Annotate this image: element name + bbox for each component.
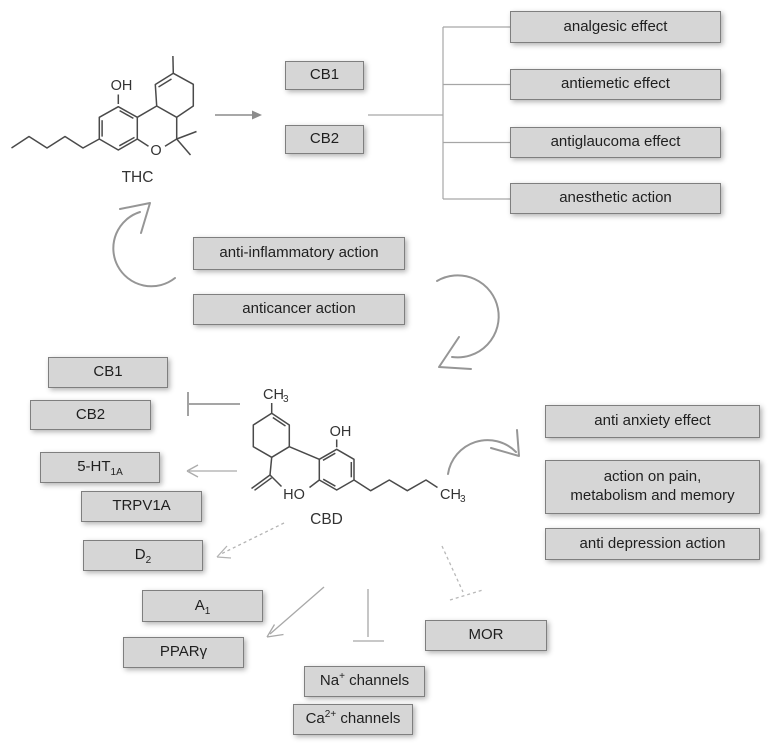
box-analgesic-effect: analgesic effect xyxy=(510,11,721,43)
cbd-structure xyxy=(251,403,438,492)
box-d2-main: D xyxy=(134,546,146,564)
thc-structure xyxy=(11,55,197,156)
inhibition-t-bar-cb-icon xyxy=(187,392,240,416)
box-antiemetic-label: antiemetic effect xyxy=(561,75,670,93)
box-antiglaucoma-label: antiglaucoma effect xyxy=(550,133,681,151)
thc-label: THC xyxy=(122,169,154,186)
dashed-arrow-to-d2-icon xyxy=(216,522,285,559)
box-anticancer-action: anticancer action xyxy=(193,294,405,325)
box-anti-depression-label: anti depression action xyxy=(579,534,726,552)
box-a1-sub: 1 xyxy=(204,605,211,617)
box-d2-label: D2 xyxy=(134,546,152,567)
box-anti-inflammatory-label: anti-inflammatory action xyxy=(219,244,379,262)
box-na-sup: + xyxy=(339,671,345,683)
box-cb2-top: CB2 xyxy=(285,125,364,154)
box-5ht1a-sub: 1A xyxy=(110,467,123,479)
box-pain-metabolism-memory-label: action on pain, metabolism and memory xyxy=(570,468,735,504)
box-analgesic-label: analgesic effect xyxy=(563,17,668,35)
box-antiglaucoma-effect: antiglaucoma effect xyxy=(510,127,721,158)
box-5ht1a-main: 5-HT xyxy=(77,458,111,476)
curved-arrow-to-cbd-icon xyxy=(436,274,500,370)
box-anticancer-label: anticancer action xyxy=(242,300,356,318)
box-a1: A1 xyxy=(142,590,263,622)
arrow-to-5ht1a-icon xyxy=(186,464,237,478)
box-cb1-top-label: CB1 xyxy=(309,66,340,84)
cbd-ch3-top-sub: 3 xyxy=(283,394,289,405)
box-ppar-gamma-label: PPARγ xyxy=(159,643,208,661)
box-cb2-top-label: CB2 xyxy=(309,130,340,148)
arrow-to-ppar-icon xyxy=(266,586,325,638)
box-na-channels: Na+ channels xyxy=(304,666,425,697)
box-na-rest: channels xyxy=(344,672,410,690)
box-cb1-left: CB1 xyxy=(48,357,168,388)
box-anesthetic-action: anesthetic action xyxy=(510,183,721,214)
box-a1-label: A1 xyxy=(194,596,211,617)
cbd-ch3-top-label: CH xyxy=(263,387,284,403)
cbd-label: CBD xyxy=(310,511,343,528)
box-a1-main: A xyxy=(194,596,205,614)
box-anti-anxiety-label: anti anxiety effect xyxy=(594,412,711,430)
box-mor: MOR xyxy=(425,620,547,651)
thc-oh-label: OH xyxy=(111,78,133,94)
box-trpv1a: TRPV1A xyxy=(81,491,202,522)
cbd-ch3-end-label: CH xyxy=(440,487,461,503)
box-ca-sup: 2+ xyxy=(324,709,337,721)
curved-arrow-cbd-to-anxiety-icon xyxy=(447,429,520,475)
box-cb1-left-label: CB1 xyxy=(93,363,123,381)
box-anti-anxiety-effect: anti anxiety effect xyxy=(545,405,760,438)
box-mor-label: MOR xyxy=(468,626,504,644)
cbd-ho-label: HO xyxy=(283,487,305,503)
box-na-main: Na xyxy=(319,672,340,690)
thc-to-cb-arrow-icon xyxy=(215,110,262,120)
cbd-ch3-end-sub: 3 xyxy=(460,494,466,505)
box-cb1-top: CB1 xyxy=(285,61,364,90)
box-cb2-left: CB2 xyxy=(30,400,151,430)
box-anti-inflammatory-action: anti-inflammatory action xyxy=(193,237,405,270)
box-d2-sub: 2 xyxy=(145,555,152,567)
thc-o-label: O xyxy=(150,143,161,159)
box-ca-rest: channels xyxy=(336,710,401,728)
box-d2: D2 xyxy=(83,540,203,571)
box-ca-main: Ca xyxy=(305,710,325,728)
box-anti-depression-action: anti depression action xyxy=(545,528,760,560)
box-na-channels-label: Na+ channels xyxy=(320,672,409,691)
box-5ht1a-label: 5-HT1A xyxy=(77,458,123,479)
effects-bracket-icon xyxy=(368,26,510,200)
curved-arrow-to-thc-icon xyxy=(112,202,176,288)
box-antiemetic-effect: antiemetic effect xyxy=(510,69,721,100)
box-trpv1a-label: TRPV1A xyxy=(112,497,171,515)
box-ppar-gamma: PPARγ xyxy=(123,637,244,668)
inhibition-t-bar-na-icon xyxy=(353,589,384,642)
box-pain-metabolism-memory: action on pain, metabolism and memory xyxy=(545,460,760,514)
box-ca-channels: Ca2+ channels xyxy=(293,704,413,735)
box-cb2-left-label: CB2 xyxy=(75,405,106,423)
box-ca-channels-label: Ca2+ channels xyxy=(306,710,401,729)
box-5ht1a: 5-HT1A xyxy=(40,452,160,483)
box-anesthetic-label: anesthetic action xyxy=(559,189,672,207)
cbd-oh-label: OH xyxy=(330,424,352,440)
dashed-inhibition-t-bar-mor-icon xyxy=(441,545,484,601)
